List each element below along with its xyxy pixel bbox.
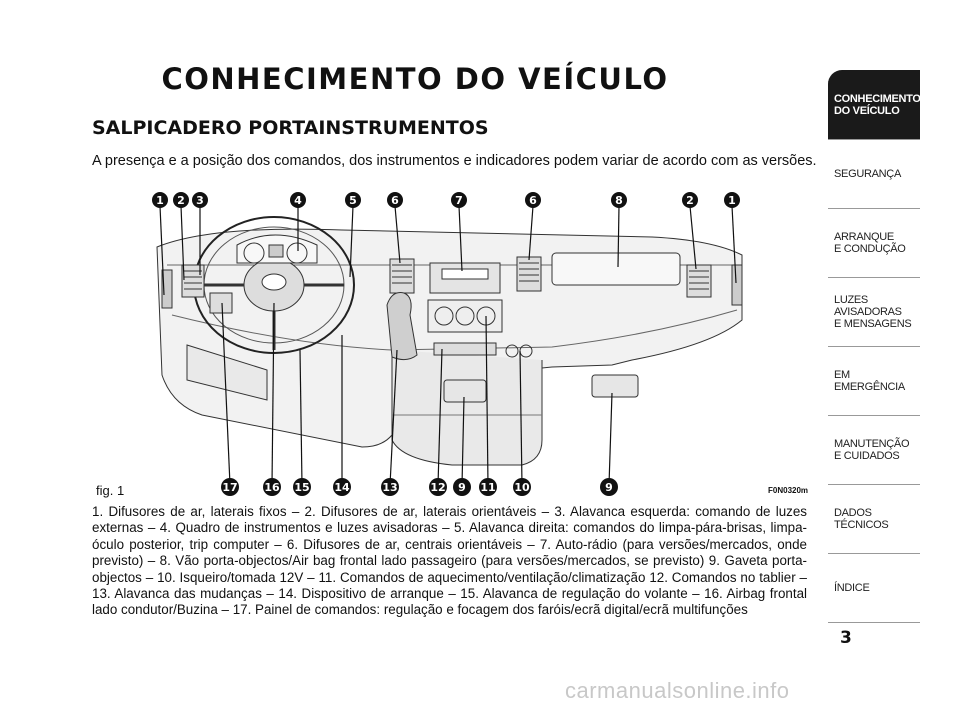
callout-number: 7 xyxy=(455,194,463,207)
callout-badge: 5 xyxy=(345,192,361,208)
tab-label: ARRANQUE E CONDUÇÃO xyxy=(834,231,906,255)
tab-arranque-e-conducao[interactable]: ARRANQUE E CONDUÇÃO xyxy=(828,208,920,278)
callout-number: 11 xyxy=(480,481,495,494)
climate-panel xyxy=(427,299,503,333)
callout-badge: 13 xyxy=(381,478,399,496)
tab-label: CONHECIMENTO DO VEÍCULO xyxy=(834,93,921,117)
tab-conhecimento-do-veiculo[interactable]: CONHECIMENTO DO VEÍCULO xyxy=(828,70,921,140)
section-title: SALPICADERO PORTAINSTRUMENTOS xyxy=(92,117,489,139)
callout-badge: 1 xyxy=(152,192,168,208)
callout-number: 8 xyxy=(615,194,623,207)
tab-seguranca[interactable]: SEGURANÇA xyxy=(828,139,920,209)
figure-label: fig. 1 xyxy=(96,483,125,498)
center-console xyxy=(391,350,543,466)
callout-badge: 14 xyxy=(333,478,351,496)
callout-badge: 15 xyxy=(293,478,311,496)
callout-number: 6 xyxy=(391,194,399,207)
callout-number: 9 xyxy=(458,481,466,494)
page-number: 3 xyxy=(840,628,852,648)
callout-number: 17 xyxy=(222,481,237,494)
callout-badge: 2 xyxy=(173,192,189,208)
callout-number: 15 xyxy=(294,481,309,494)
tab-label: SEGURANÇA xyxy=(834,168,901,180)
glove-box-right xyxy=(591,374,639,398)
dashboard-illustration: 1 2 3 4 5 6 7 6 8 2 1 17 16 15 14 13 12 … xyxy=(152,192,743,496)
callout-badge: 9 xyxy=(600,478,618,496)
callout-badge: 9 xyxy=(453,478,471,496)
callout-number: 2 xyxy=(686,194,694,207)
callout-badge: 10 xyxy=(513,478,531,496)
glove-box-lower xyxy=(443,379,487,403)
tab-label: DADOS TÉCNICOS xyxy=(834,507,889,531)
passenger-storage xyxy=(551,252,681,286)
callout-badge: 17 xyxy=(221,478,239,496)
figure-code: F0N0320m xyxy=(768,486,809,495)
callout-number: 5 xyxy=(349,194,357,207)
tab-luzes-avisadoras[interactable]: LUZES AVISADORAS E MENSAGENS xyxy=(828,277,920,347)
callout-number: 1 xyxy=(728,194,736,207)
callout-badge: 12 xyxy=(429,478,447,496)
callout-number: 6 xyxy=(529,194,537,207)
tab-label: MANUTENÇÃO E CUIDADOS xyxy=(834,438,910,462)
switch-row xyxy=(433,342,497,356)
bottom-callouts: 17 16 15 14 13 12 9 11 10 9 xyxy=(221,478,618,496)
tab-manutencao[interactable]: MANUTENÇÃO E CUIDADOS xyxy=(828,415,920,485)
callout-badge: 2 xyxy=(682,192,698,208)
callout-badge: 1 xyxy=(724,192,740,208)
gear-lever xyxy=(386,292,418,361)
tab-label: EM EMERGÊNCIA xyxy=(834,369,905,393)
callout-badge: 16 xyxy=(263,478,281,496)
callout-number: 4 xyxy=(294,194,302,207)
callout-badge: 7 xyxy=(451,192,467,208)
tab-em-emergencia[interactable]: EM EMERGÊNCIA xyxy=(828,346,920,416)
figure-caption: 1. Difusores de ar, laterais fixos – 2. … xyxy=(92,504,807,618)
callout-badge: 4 xyxy=(290,192,306,208)
chapter-tabs: CONHECIMENTO DO VEÍCULO SEGURANÇA ARRANQ… xyxy=(828,70,921,623)
callout-number: 10 xyxy=(514,481,530,494)
callout-badge: 11 xyxy=(479,478,497,496)
tab-label: ÍNDICE xyxy=(834,582,870,594)
callout-number: 14 xyxy=(334,481,350,494)
callout-number: 12 xyxy=(430,481,445,494)
callout-number: 13 xyxy=(382,481,397,494)
watermark-text: carmanualsonline.info xyxy=(565,678,790,703)
tab-label: LUZES AVISADORAS E MENSAGENS xyxy=(834,294,912,330)
tab-indice[interactable]: ÍNDICE xyxy=(828,553,920,623)
callout-number: 16 xyxy=(264,481,280,494)
callout-badge: 6 xyxy=(387,192,403,208)
callout-badge: 3 xyxy=(192,192,208,208)
callout-number: 3 xyxy=(196,194,204,207)
callout-badge: 8 xyxy=(611,192,627,208)
callout-number: 1 xyxy=(156,194,164,207)
page-title: CONHECIMENTO DO VEÍCULO xyxy=(161,62,669,96)
center-vent-left xyxy=(389,258,415,294)
right-side-vent xyxy=(686,264,712,298)
callout-number: 9 xyxy=(605,481,613,494)
top-callouts: 1 2 3 4 5 6 7 6 8 2 1 xyxy=(152,192,740,208)
callout-number: 2 xyxy=(177,194,185,207)
intro-text: A presença e a posição dos comandos, dos… xyxy=(92,153,817,169)
center-vent-right xyxy=(516,256,542,292)
tab-dados-tecnicos[interactable]: DADOS TÉCNICOS xyxy=(828,484,920,554)
callout-badge: 6 xyxy=(525,192,541,208)
left-side-vent xyxy=(161,269,173,309)
